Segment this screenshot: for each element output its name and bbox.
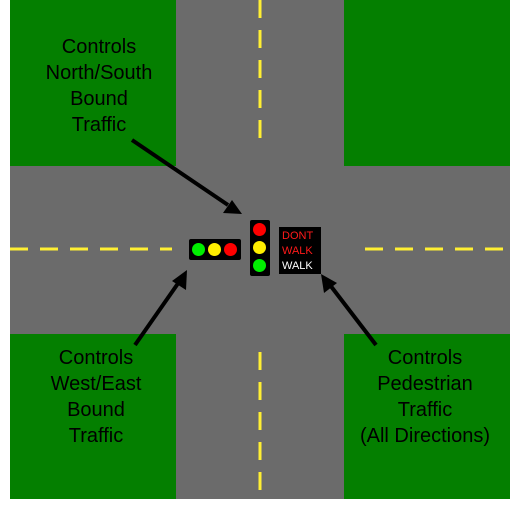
dont-walk-line1: DONT [282, 230, 314, 242]
yellow-lamp [253, 241, 266, 254]
yellow-lamp [208, 243, 221, 256]
label-west-east: Controls West/East Bound Traffic [14, 345, 178, 449]
grass-top-right [344, 0, 510, 166]
grass-bottom-left [10, 334, 176, 499]
arrow-west-east [133, 270, 187, 347]
label-line: Controls [61, 36, 137, 58]
label-line: Pedestrian [377, 373, 473, 395]
red-lamp [253, 223, 266, 236]
label-line: Bound [67, 399, 125, 421]
green-lamp [192, 243, 205, 256]
arrow-pedestrian [321, 274, 378, 347]
dont-walk-line2: WALK [282, 245, 313, 257]
pedestrian-signal: DONT WALK WALK [279, 227, 321, 274]
grass-bottom-right [344, 334, 510, 499]
label-line: Bound [70, 88, 128, 110]
traffic-light-west-east [189, 239, 241, 260]
label-line: Controls [387, 347, 463, 369]
red-lamp [224, 243, 237, 256]
label-line: North/South [45, 62, 153, 84]
traffic-light-north-south [250, 220, 270, 276]
green-lamp [253, 259, 266, 272]
label-line: Controls [58, 347, 134, 369]
walk-text: WALK [282, 260, 313, 272]
label-line: (All Directions) [359, 425, 491, 447]
label-line: Traffic [71, 114, 127, 136]
label-line: Traffic [68, 425, 124, 447]
label-line: Traffic [397, 399, 453, 421]
grass-top-left [10, 0, 176, 166]
label-pedestrian: Controls Pedestrian Traffic (All Directi… [344, 345, 506, 449]
label-line: West/East [50, 373, 142, 395]
label-north-south: Controls North/South Bound Traffic [17, 34, 181, 138]
arrow-north-south [130, 138, 242, 214]
